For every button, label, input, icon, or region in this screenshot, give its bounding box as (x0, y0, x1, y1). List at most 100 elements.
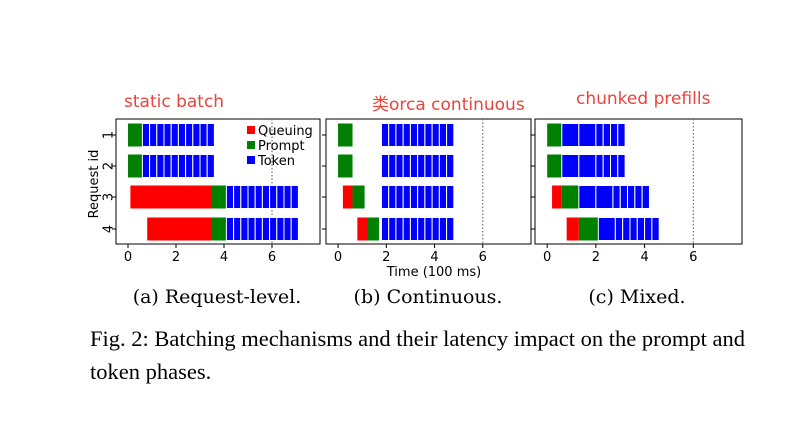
token-bar (417, 217, 426, 241)
token-bar (644, 217, 653, 241)
token-bar (617, 123, 626, 147)
token-bar (199, 123, 208, 147)
token-bar (254, 217, 263, 241)
token-bar (578, 154, 597, 178)
token-bar (240, 185, 249, 209)
token-bar (380, 217, 390, 241)
token-bar (388, 217, 397, 241)
token-bar (446, 154, 455, 178)
token-bar (446, 217, 455, 241)
x-tick-label: 6 (689, 250, 697, 265)
token-bar (431, 185, 440, 209)
token-bar (622, 217, 631, 241)
x-tick-label: 2 (592, 250, 600, 265)
queuing-bar (147, 217, 212, 241)
token-bar (641, 185, 650, 209)
prompt-bar (128, 123, 143, 147)
token-bar (156, 154, 165, 178)
token-bar (380, 185, 390, 209)
x-tick-label: 4 (430, 250, 438, 265)
token-bar (206, 123, 215, 147)
y-tick-label: 1 (102, 131, 117, 139)
token-bar (561, 154, 580, 178)
queuing-bar (130, 185, 212, 209)
legend-label-queuing: Queuing (258, 124, 313, 139)
token-bar (225, 185, 235, 209)
token-bar (149, 123, 158, 147)
token-bar (424, 185, 433, 209)
token-bar (149, 154, 158, 178)
x-tick-label: 4 (220, 250, 228, 265)
token-bar (233, 185, 242, 209)
token-bar (240, 217, 249, 241)
queuing-bar (357, 217, 367, 241)
token-bar (141, 154, 151, 178)
token-bar (269, 217, 278, 241)
legend-swatch-token (247, 156, 255, 164)
prompt-bar (367, 217, 380, 241)
token-bar (141, 123, 151, 147)
prompt-bar (547, 123, 562, 147)
token-bar (595, 123, 604, 147)
token-bar (602, 154, 611, 178)
annotation-orca-continuous: 类orca continuous (372, 95, 525, 115)
token-bar (254, 185, 263, 209)
token-bar (446, 123, 455, 147)
token-bar (283, 185, 292, 209)
token-bar (206, 154, 215, 178)
queuing-bar (342, 185, 353, 209)
x-tick-label: 0 (124, 250, 132, 265)
queuing-bar (552, 185, 562, 209)
token-bar (614, 217, 624, 241)
plot-frame (115, 118, 321, 245)
token-bar (409, 154, 419, 178)
token-bar (177, 154, 187, 178)
prompt-bar (561, 185, 579, 209)
token-bar (595, 154, 604, 178)
plot-frame (325, 118, 532, 245)
prompt-bar (128, 154, 143, 178)
token-bar (247, 185, 256, 209)
token-bar (192, 123, 201, 147)
token-bar (438, 185, 448, 209)
x-tick-label: 0 (334, 250, 342, 265)
legend-swatch-queuing (247, 126, 255, 134)
prompt-bar (338, 154, 353, 178)
y-tick-label: 2 (102, 162, 117, 170)
plot-frame (534, 118, 743, 245)
token-bar (163, 154, 172, 178)
token-bar (438, 217, 448, 241)
token-bar (276, 185, 285, 209)
token-bar (438, 123, 448, 147)
token-bar (269, 185, 278, 209)
token-bar (619, 185, 629, 209)
subcaption-c: (c) Mixed. (588, 286, 685, 308)
prompt-bar (352, 185, 365, 209)
token-bar (395, 154, 404, 178)
token-bar (247, 217, 256, 241)
x-tick-label: 2 (382, 250, 390, 265)
subcaption-a: (a) Request-level. (133, 286, 302, 308)
token-bar (424, 154, 433, 178)
token-bar (163, 123, 172, 147)
token-bar (431, 123, 440, 147)
token-bar (609, 123, 619, 147)
token-bar (402, 185, 411, 209)
x-axis-label: Time (100 ms) (386, 265, 481, 280)
token-bar (417, 154, 426, 178)
token-bar (380, 123, 390, 147)
token-bar (170, 154, 179, 178)
token-bar (185, 123, 194, 147)
legend-label-token: Token (257, 154, 295, 169)
token-bar (627, 185, 636, 209)
y-tick-label: 4 (102, 225, 117, 233)
token-bar (431, 217, 440, 241)
token-bar (578, 123, 597, 147)
token-bar (261, 217, 271, 241)
token-bar (388, 185, 397, 209)
token-bar (602, 123, 611, 147)
y-axis-label: Request id (87, 150, 102, 219)
token-bar (417, 185, 426, 209)
